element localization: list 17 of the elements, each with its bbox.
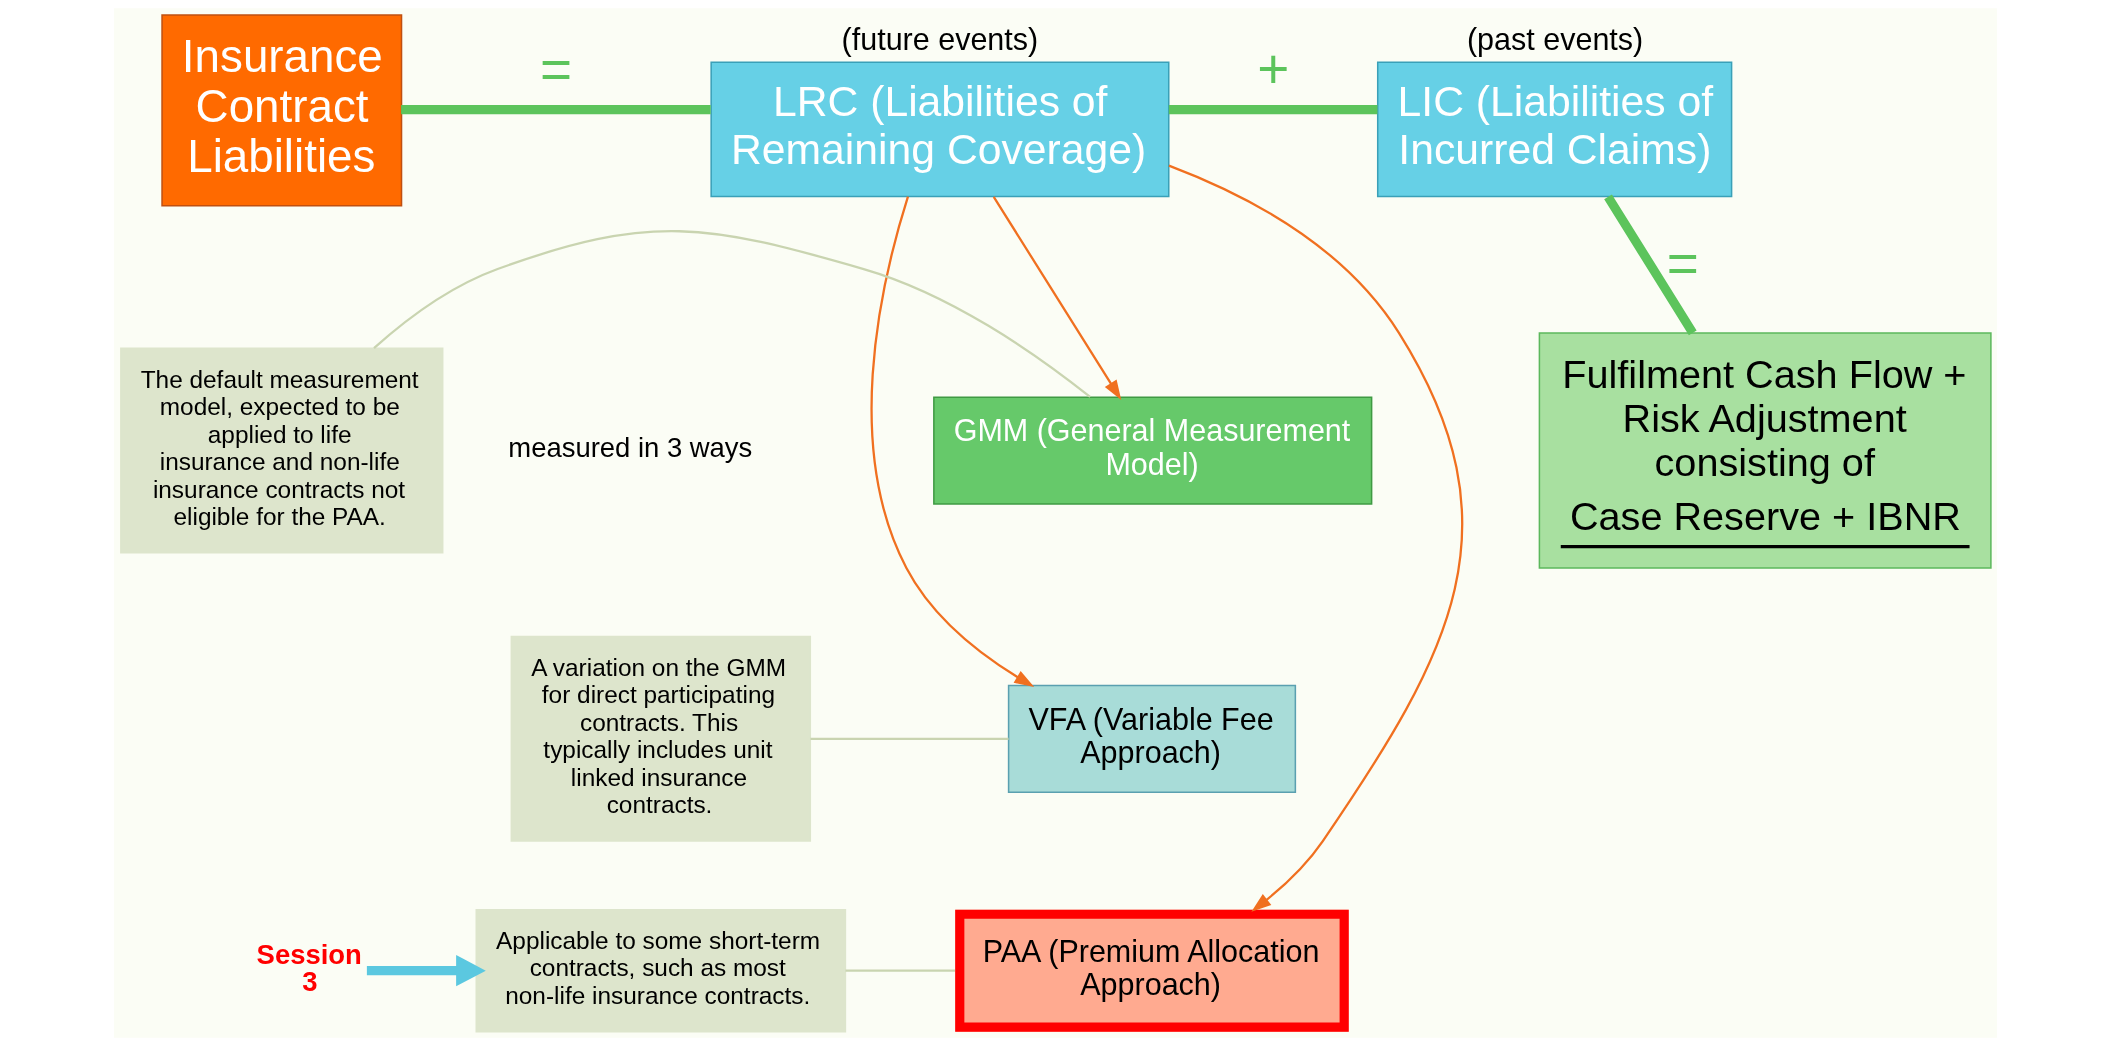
connector xyxy=(373,230,1091,398)
connector xyxy=(1604,194,1697,336)
node-text: Session 3 xyxy=(256,938,362,998)
edge-label: = xyxy=(1666,232,1699,295)
label: measured in 3 ways xyxy=(508,432,753,464)
connector xyxy=(845,969,956,972)
edge-label: + xyxy=(1257,37,1290,100)
arrow xyxy=(1168,164,1463,912)
edge-label: = xyxy=(539,37,572,100)
connector xyxy=(1168,105,1378,115)
node-label: (past events) xyxy=(1466,22,1644,57)
arrow xyxy=(870,196,1035,687)
connector xyxy=(401,105,711,115)
arrow xyxy=(992,196,1122,401)
node-label: (future events) xyxy=(841,22,1039,57)
arrow xyxy=(366,955,486,987)
connector xyxy=(810,737,1009,740)
